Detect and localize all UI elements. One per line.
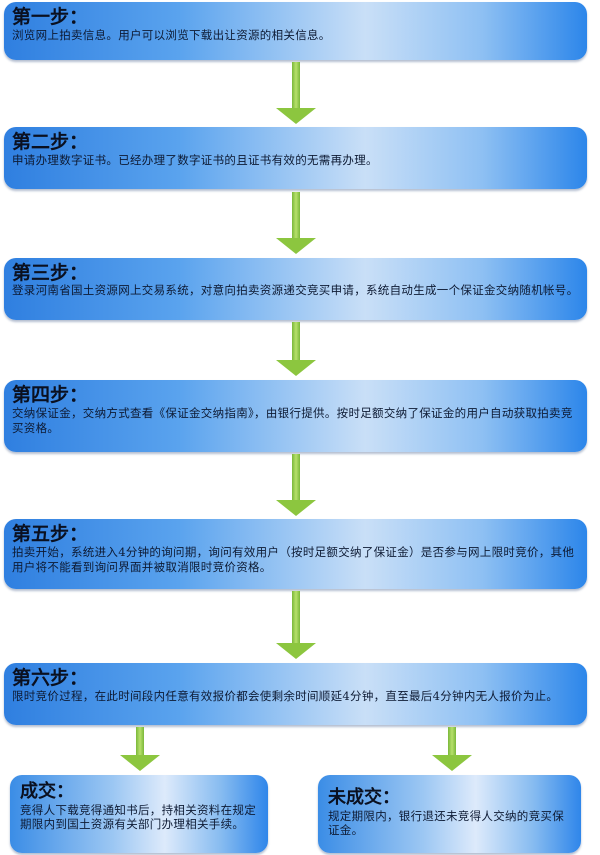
step-5-text: 拍卖开始，系统进入4分钟的询问期，询问有效用户（按时足额交纳了保证金）是否参与网… — [12, 545, 575, 574]
step-5-title: 第五步： — [12, 523, 89, 545]
step-1-title: 第一步： — [12, 6, 89, 28]
step-1-text: 浏览网上拍卖信息。用户可以浏览下载出让资源的相关信息。 — [12, 28, 331, 42]
arrow-down-icon — [276, 322, 316, 378]
step-4-box: 第四步： 交纳保证金，交纳方式查看《保证金交纳指南》，由银行提供。按时足额交纳了… — [4, 380, 587, 452]
arrow-down-icon — [276, 591, 316, 661]
step-2-title: 第二步： — [12, 131, 89, 153]
outcome-failure-title: 未成交： — [328, 787, 400, 808]
step-4-text: 交纳保证金，交纳方式查看《保证金交纳指南》，由银行提供。按时足额交纳了保证金的用… — [12, 406, 573, 435]
step-3-title: 第三步： — [12, 262, 89, 284]
step-6-box: 第六步： 限时竞价过程，在此时间段内任意有效报价都会使剩余时间顺延4分钟，直至最… — [4, 663, 587, 725]
step-1-box: 第一步： 浏览网上拍卖信息。用户可以浏览下载出让资源的相关信息。 — [4, 2, 587, 60]
outcome-success-box: 成交： 竞得人下载竞得通知书后，持相关资料在规定期限内到国土资源有关部门办理相关… — [10, 775, 268, 853]
step-4-title: 第四步： — [12, 384, 89, 406]
step-2-box: 第二步： 申请办理数字证书。已经办理了数字证书的且证书有效的无需再办理。 — [4, 127, 587, 189]
step-6-title: 第六步： — [12, 667, 89, 689]
step-5-box: 第五步： 拍卖开始，系统进入4分钟的询问期，询问有效用户（按时足额交纳了保证金）… — [4, 519, 587, 589]
outcome-success-text: 竞得人下载竞得通知书后，持相关资料在规定期限内到国土资源有关部门办理相关手续。 — [20, 803, 256, 831]
outcome-success-title: 成交： — [20, 781, 74, 802]
arrow-down-icon — [120, 727, 160, 773]
arrow-down-icon — [276, 62, 316, 126]
step-3-box: 第三步： 登录河南省国土资源网上交易系统，对意向拍卖资源递交竞买申请，系统自动生… — [4, 258, 587, 320]
arrow-down-icon — [276, 454, 316, 518]
outcome-failure-text: 规定期限内，银行退还未竞得人交纳的竞买保证金。 — [328, 809, 564, 837]
step-2-text: 申请办理数字证书。已经办理了数字证书的且证书有效的无需再办理。 — [12, 153, 378, 167]
arrow-down-icon — [432, 727, 472, 773]
arrow-down-icon — [276, 192, 316, 256]
outcome-failure-box: 未成交： 规定期限内，银行退还未竞得人交纳的竞买保证金。 — [318, 775, 581, 853]
step-6-text: 限时竞价过程，在此时间段内任意有效报价都会使剩余时间顺延4分钟，直至最后4分钟内… — [12, 689, 559, 703]
step-3-text: 登录河南省国土资源网上交易系统，对意向拍卖资源递交竞买申请，系统自动生成一个保证… — [12, 283, 579, 297]
